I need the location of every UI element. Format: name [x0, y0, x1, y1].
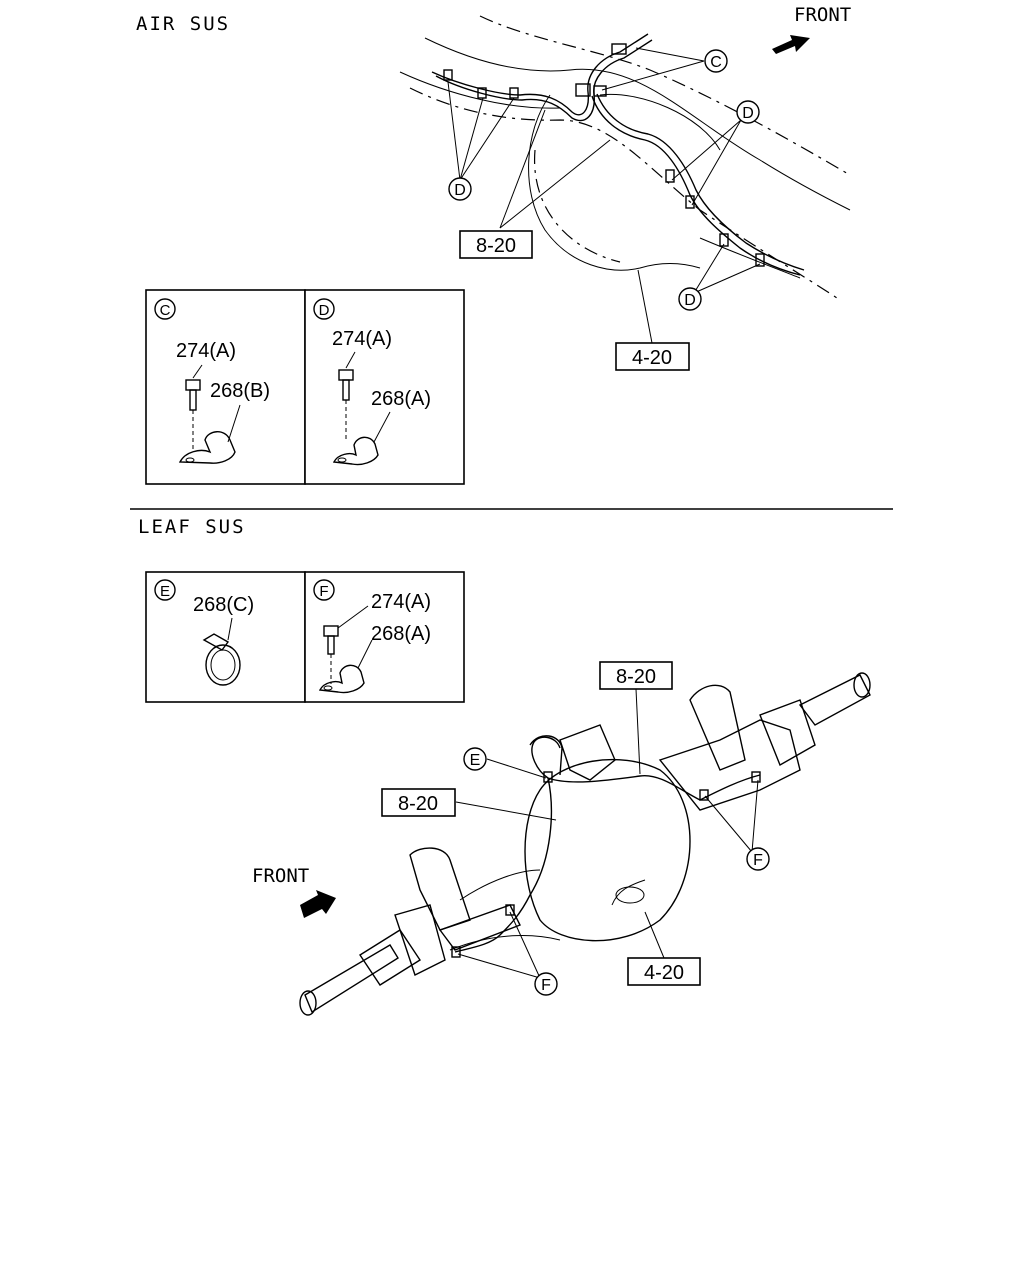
- leader-lines-leaf: [455, 688, 759, 979]
- svg-text:8-20: 8-20: [616, 666, 656, 688]
- bolt-icon: [185, 364, 203, 450]
- front-arrow-icon: [772, 35, 810, 54]
- svg-text:D: D: [454, 182, 466, 199]
- rear-axle-assembly: [299, 672, 871, 1016]
- brake-pipe-air: [431, 33, 805, 276]
- detail-d-clip-label: 268(A): [371, 388, 431, 410]
- detail-panel-d: D 274(A) 268(A): [304, 289, 465, 485]
- front-arrow-icon: [300, 890, 336, 918]
- detail-d-callout: D: [319, 302, 330, 319]
- callout-f-left: F: [534, 972, 558, 996]
- detail-f-clip-label: 268(A): [371, 623, 431, 645]
- svg-text:F: F: [753, 852, 763, 869]
- front-indicator-leaf: FRONT: [252, 865, 336, 918]
- detail-panel-c: C 274(A) 268(B): [145, 289, 306, 485]
- detail-f-bolt-label: 274(A): [371, 591, 431, 613]
- clip-icon: [318, 639, 373, 694]
- clip-icon: [332, 411, 391, 466]
- front-label-leaf: FRONT: [252, 865, 309, 887]
- ref-box-4-20-air: 4-20: [615, 342, 690, 371]
- ref-box-8-20-leaf-top: 8-20: [599, 661, 673, 690]
- bolt-icon: [323, 605, 369, 684]
- callout-c-top: C: [704, 49, 728, 73]
- callout-f-right: F: [746, 847, 770, 871]
- svg-text:D: D: [684, 292, 696, 309]
- leader-lines-air: [447, 47, 761, 344]
- front-label-air: FRONT: [794, 4, 851, 26]
- svg-text:C: C: [710, 54, 722, 71]
- callout-d-right-top: D: [736, 100, 760, 124]
- svg-text:E: E: [470, 752, 481, 769]
- ref-box-8-20-leaf-left: 8-20: [381, 788, 456, 817]
- brake-pipe-leaf: [451, 736, 761, 958]
- bolt-icon: [338, 351, 356, 440]
- detail-panel-e: E 268(C): [145, 571, 306, 703]
- clamp-icon: [202, 617, 241, 686]
- callout-d-left: D: [448, 177, 472, 201]
- ref-box-8-20-air: 8-20: [459, 230, 533, 259]
- ref-box-4-20-leaf: 4-20: [627, 957, 701, 986]
- callout-d-right-bottom: D: [678, 287, 702, 311]
- axle-housing-air: [528, 93, 721, 271]
- svg-text:4-20: 4-20: [644, 962, 684, 984]
- detail-c-clip-label: 268(B): [210, 380, 270, 402]
- air-sus-heading: AIR SUS: [136, 13, 230, 35]
- clip-icon: [178, 404, 241, 464]
- detail-panel-f: F 274(A) 268(A): [304, 571, 465, 703]
- detail-e-callout: E: [160, 583, 170, 600]
- svg-text:D: D: [742, 105, 754, 122]
- detail-e-clamp-label: 268(C): [193, 594, 254, 616]
- detail-c-callout: C: [160, 302, 171, 319]
- svg-text:8-20: 8-20: [476, 235, 516, 257]
- detail-f-callout: F: [319, 583, 328, 600]
- svg-text:F: F: [541, 977, 551, 994]
- svg-text:4-20: 4-20: [632, 347, 672, 369]
- svg-text:8-20: 8-20: [398, 793, 438, 815]
- callout-e-leaf: E: [463, 747, 487, 771]
- leaf-sus-heading: LEAF SUS: [138, 516, 246, 538]
- front-indicator-air: FRONT: [772, 4, 851, 54]
- detail-d-bolt-label: 274(A): [332, 328, 392, 350]
- detail-c-bolt-label: 274(A): [176, 340, 236, 362]
